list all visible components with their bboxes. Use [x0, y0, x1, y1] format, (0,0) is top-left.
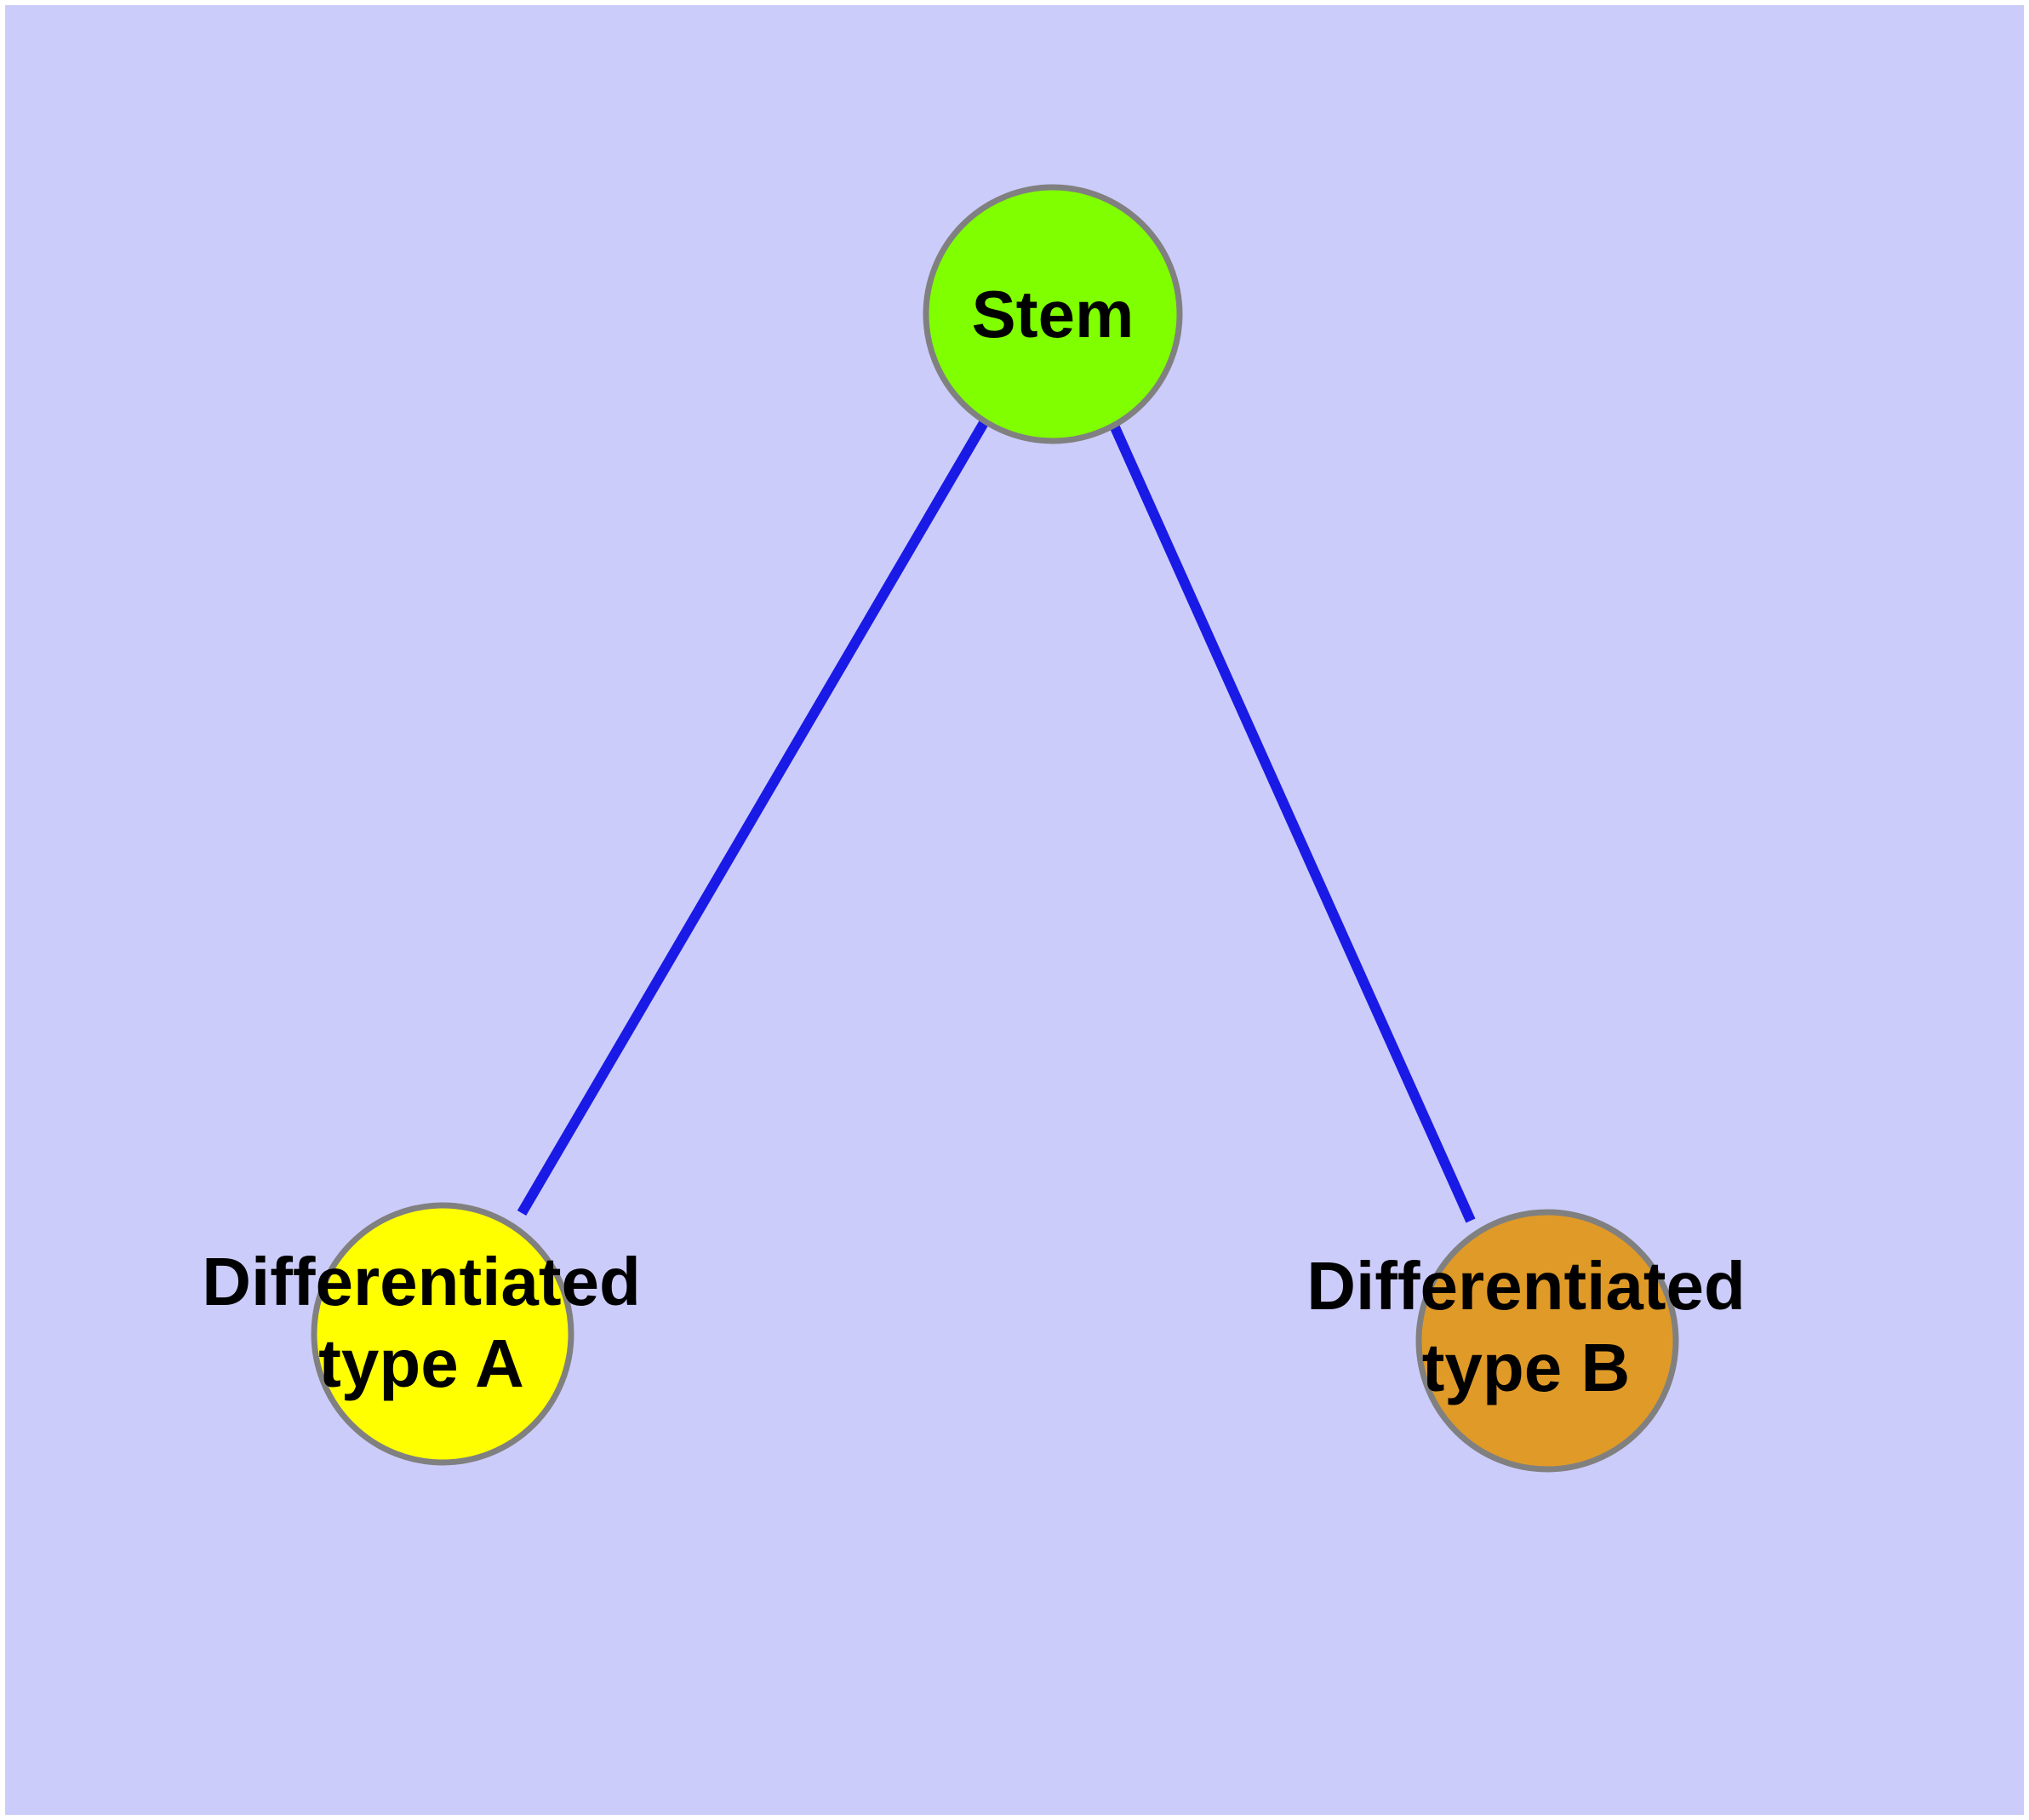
- graph-node-stem[interactable]: [923, 184, 1183, 444]
- node-label-line: type A: [318, 1325, 524, 1401]
- nodes-group: [311, 184, 1679, 1473]
- node-label-stem: Stem: [972, 277, 1135, 352]
- graph-node-diff_b[interactable]: [1415, 1209, 1679, 1473]
- graph-edge-stem-diff_b: [1110, 425, 1476, 1223]
- edges-group: [517, 418, 1476, 1223]
- node-label-line: Differentiated: [1306, 1248, 1746, 1324]
- node-label-line: Stem: [972, 277, 1135, 352]
- node-label-line: Differentiated: [202, 1244, 641, 1319]
- graph-node-diff_a[interactable]: [311, 1202, 574, 1466]
- node-label-line: type B: [1422, 1330, 1631, 1405]
- graph-edge-stem-diff_a: [517, 418, 990, 1216]
